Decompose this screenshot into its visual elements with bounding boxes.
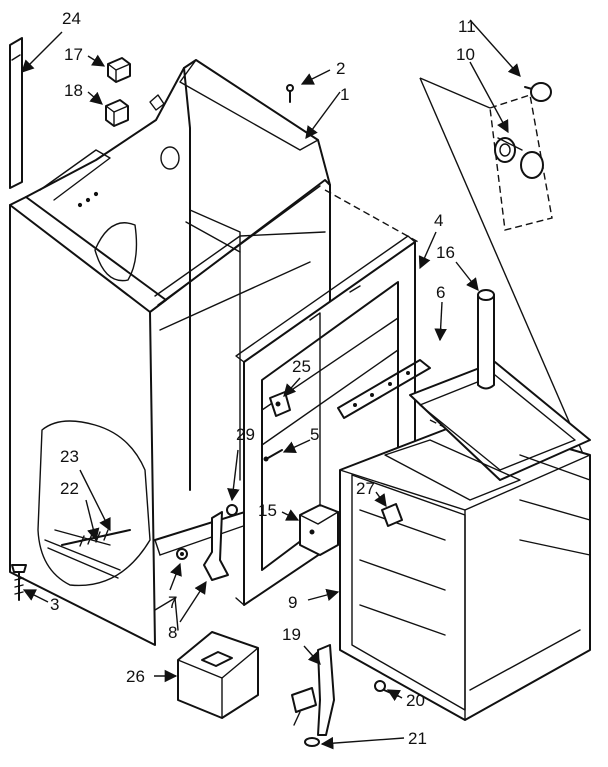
part-15-bracket	[299, 504, 339, 556]
callout-25: 25	[292, 357, 311, 376]
part-16-tube	[477, 289, 495, 390]
callout-11: 11	[458, 17, 476, 36]
callout-20: 20	[406, 691, 425, 710]
callout-17: 17	[64, 45, 83, 64]
callout-27: 27	[356, 479, 375, 498]
part-29-ball	[226, 504, 238, 516]
part-17-block	[107, 57, 131, 83]
alignment-line-top	[324, 189, 421, 244]
part-19-valve	[291, 644, 335, 736]
callout-10: 10	[456, 45, 475, 64]
callout-24: 24	[62, 9, 81, 28]
callout-16: 16	[436, 243, 455, 262]
callout-5: 5	[310, 425, 319, 444]
part-2-screw	[286, 84, 294, 103]
callout-26: 26	[126, 667, 145, 686]
callout-2: 2	[336, 59, 345, 78]
callout-6: 6	[436, 283, 445, 302]
callout-labels: 24 17 18 2 1 11 10 4 16 6 25 5 29 23 22 …	[50, 9, 476, 748]
part-24-strip	[9, 37, 23, 189]
callout-7: 7	[168, 593, 177, 612]
callout-19: 19	[282, 625, 301, 644]
callout-29: 29	[236, 425, 255, 444]
part-26-box	[177, 631, 259, 719]
part-7-nut	[176, 548, 188, 560]
callout-15: 15	[258, 501, 277, 520]
alignment-line-knob	[419, 77, 491, 109]
callout-3: 3	[50, 595, 59, 614]
callout-21: 21	[408, 729, 427, 748]
part-25-igniter	[269, 391, 291, 417]
part-10-valve	[489, 94, 553, 231]
leader-lines	[21, 19, 521, 750]
part-18-block	[105, 99, 129, 127]
part-27-clip	[381, 503, 403, 527]
callout-23: 23	[60, 447, 79, 466]
part-11-knob	[524, 82, 552, 102]
part-21-washer	[304, 737, 320, 747]
callout-9: 9	[288, 593, 297, 612]
callout-18: 18	[64, 81, 83, 100]
part-3-screw	[11, 564, 27, 601]
callout-8: 8	[168, 623, 177, 642]
callout-22: 22	[60, 479, 79, 498]
alignment-line-diagonal	[419, 77, 591, 471]
part-8-bracket	[203, 511, 229, 581]
oven-cavity	[337, 359, 591, 721]
callout-1: 1	[340, 85, 349, 104]
callout-4: 4	[434, 211, 443, 230]
part-5-screw	[263, 449, 283, 462]
